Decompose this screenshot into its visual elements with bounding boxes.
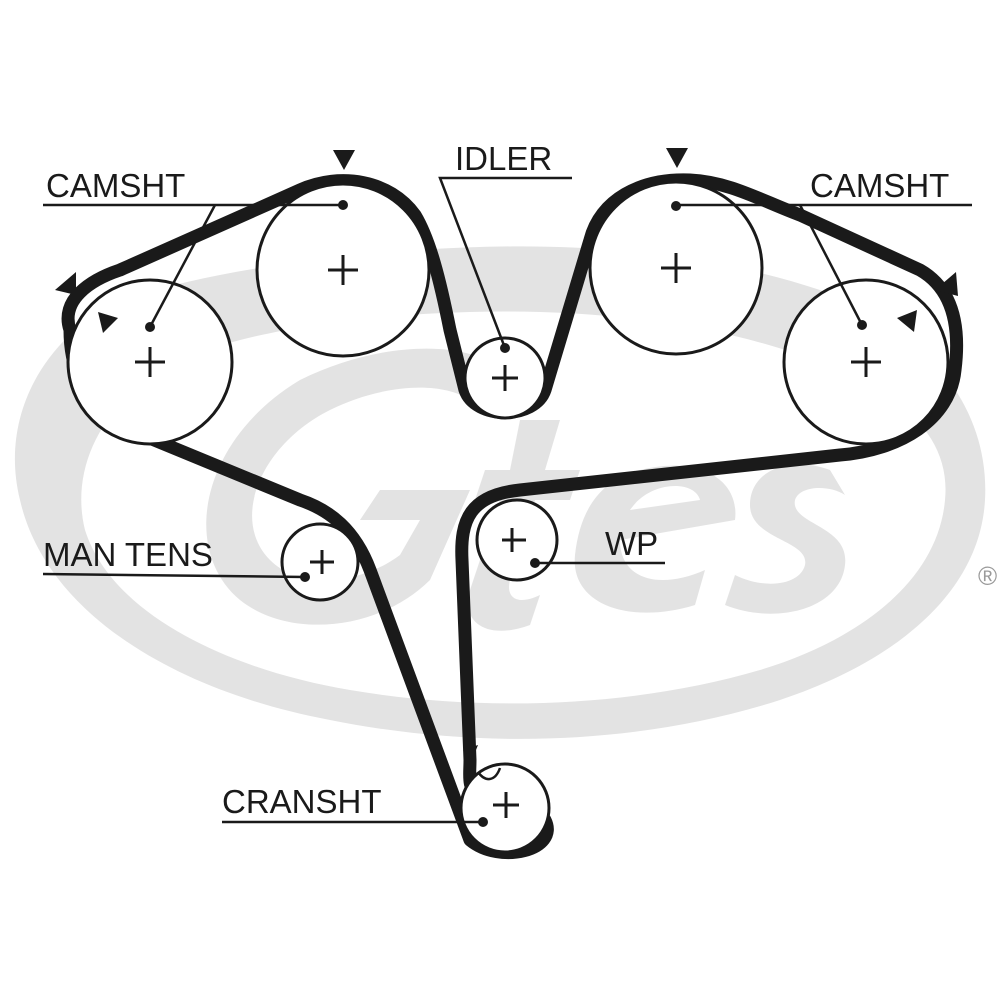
pulley-idler: [463, 336, 547, 420]
arrow-down-icon: [333, 150, 355, 170]
timing-belt: [61, 173, 964, 860]
pulley-water-pump: [475, 498, 559, 582]
arrow-down-icon: [666, 148, 688, 168]
leader-lines: [42, 176, 972, 824]
leader-manual-tensioner: [42, 572, 306, 579]
label-camshaft-left: CAMSHT: [46, 167, 185, 204]
pulley-crankshaft: [459, 762, 551, 854]
leader-idler: [438, 176, 572, 349]
pulley-manual-tensioner: [280, 522, 360, 602]
label-idler: IDLER: [455, 140, 552, 177]
pulley-camshaft-right: [588, 180, 764, 356]
arrow-left-icon: [897, 310, 917, 332]
pulley-camshaft-right-2: [782, 278, 950, 446]
registered-mark: ®: [978, 561, 997, 591]
label-manual-tensioner: MAN TENS: [43, 536, 213, 573]
component-labels: CAMSHT IDLER CAMSHT MAN TENS WP CRANSHT: [43, 140, 949, 820]
label-camshaft-right: CAMSHT: [810, 167, 949, 204]
arrow-left-icon: [55, 272, 76, 295]
pulley-camshaft-left: [255, 182, 431, 358]
arrow-small-icon: [463, 745, 478, 760]
timing-arrows: [55, 148, 958, 760]
arrow-right-icon: [98, 312, 118, 333]
label-crankshaft: CRANSHT: [222, 783, 382, 820]
label-water-pump: WP: [605, 525, 658, 562]
arrow-right-icon: [935, 272, 958, 296]
pulley-camshaft-left-2: [66, 278, 234, 446]
